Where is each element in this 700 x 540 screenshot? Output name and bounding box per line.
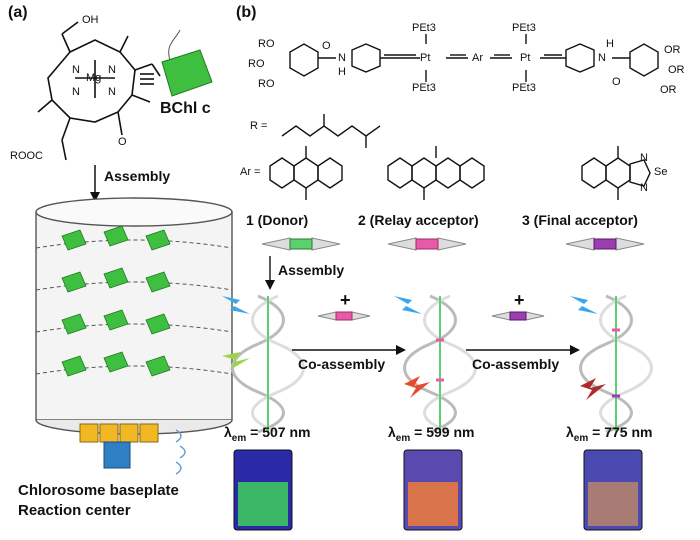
helix-icons — [231, 294, 653, 434]
struct-o-left: O — [322, 40, 331, 52]
struct-n-right: N — [598, 52, 606, 64]
relay-chromophore-icon — [415, 238, 439, 250]
species-icons — [261, 237, 645, 251]
lightning-icons — [222, 296, 606, 400]
atom-oh: OH — [82, 14, 99, 26]
struct-pet3-tr: PEt3 — [512, 22, 536, 34]
atom-mg: Mg — [86, 72, 102, 84]
struct-n-bot: N — [640, 182, 648, 194]
plus-sign-2: + — [514, 290, 525, 310]
bchl-molecule — [37, 21, 161, 161]
struct-ro-2: RO — [248, 58, 265, 70]
struct-ar: Ar — [472, 52, 483, 64]
struct-or-1: OR — [664, 44, 681, 56]
struct-ro-3: RO — [258, 78, 275, 90]
struct-ro-1: RO — [258, 38, 275, 50]
struct-h-left: H — [338, 66, 346, 78]
struct-pet3-bl: PEt3 — [412, 82, 436, 94]
caption-line-2: Reaction center — [18, 502, 131, 519]
equivalence-sign — [140, 73, 154, 85]
atom-n3: N — [72, 86, 80, 98]
assembly-label-b: Assembly — [278, 262, 345, 278]
species-label-donor: 1 (Donor) — [246, 212, 309, 228]
bchl-tail-icon — [168, 29, 181, 61]
struct-or-3: OR — [660, 84, 677, 96]
final-chromophore-icon — [593, 238, 617, 250]
struct-pt-left: Pt — [420, 52, 431, 64]
emission-label-2: λem = 599 nm — [388, 424, 475, 444]
struct-or-2: OR — [668, 64, 685, 76]
panel-label-a: (a) — [8, 4, 28, 21]
struct-h-right: H — [606, 38, 614, 50]
bchl-plate-icon — [161, 49, 213, 97]
panel-label-b: (b) — [236, 4, 257, 21]
platinum-molecule — [269, 34, 659, 200]
coassembly-label-2: Co-assembly — [472, 356, 560, 372]
struct-o-right: O — [612, 76, 621, 88]
assembly-label-a: Assembly — [104, 168, 171, 184]
struct-n-top: N — [640, 152, 648, 164]
atom-n1: N — [72, 64, 80, 76]
emission-label-3: λem = 775 nm — [566, 424, 653, 444]
struct-n-left: N — [338, 52, 346, 64]
atom-n2: N — [108, 64, 116, 76]
atom-o: O — [118, 136, 127, 148]
struct-pt-right: Pt — [520, 52, 531, 64]
emission-label-1: λem = 507 nm — [224, 424, 311, 444]
coassembly-label-1: Co-assembly — [298, 356, 386, 372]
bchl-array-icon — [61, 225, 171, 377]
vial-icons — [233, 449, 643, 531]
struct-pet3-tl: PEt3 — [412, 22, 436, 34]
atom-n4: N — [108, 86, 116, 98]
atom-rooc: ROOC — [10, 150, 43, 162]
baseplate-icon — [79, 423, 159, 469]
struct-pet3-br: PEt3 — [512, 82, 536, 94]
species-label-final: 3 (Final acceptor) — [522, 212, 638, 228]
energy-transfer-arrows-icon — [175, 429, 186, 475]
plus-sign-1: + — [340, 290, 351, 310]
species-label-relay: 2 (Relay acceptor) — [358, 212, 479, 228]
caption-line-1: Chlorosome baseplate — [18, 482, 179, 499]
donor-chromophore-icon — [289, 238, 313, 250]
struct-se: Se — [654, 166, 668, 178]
ar-definition: Ar = — [240, 166, 261, 178]
chlorosome-cylinder — [35, 197, 233, 435]
r-definition: R = — [250, 120, 268, 132]
bchl-label: BChl c — [160, 100, 211, 117]
